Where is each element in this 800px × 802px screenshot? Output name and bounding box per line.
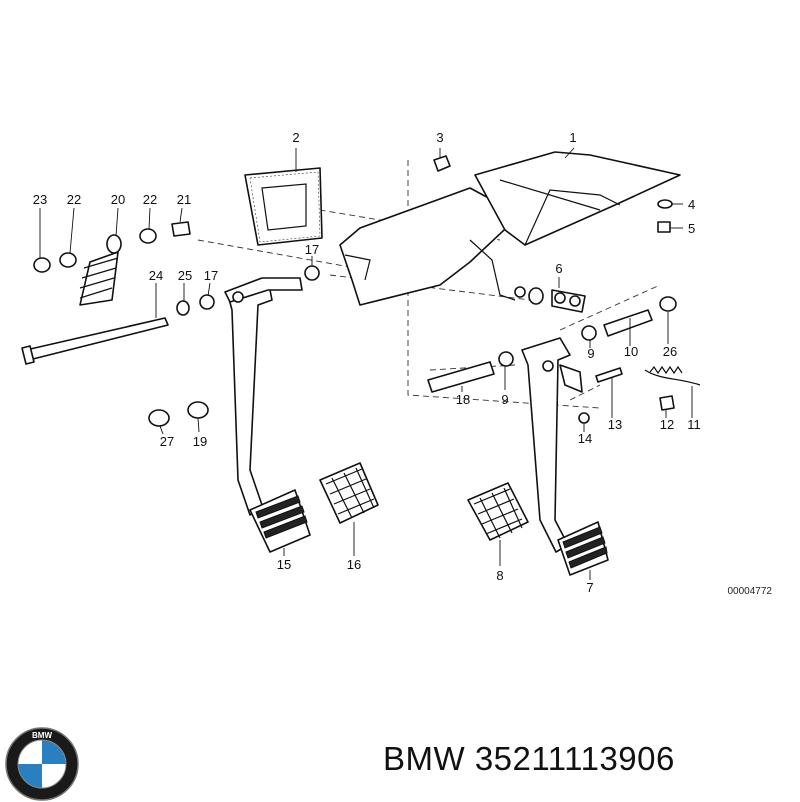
leader-lines (39, 147, 693, 580)
part-19-stop (187, 401, 209, 419)
callout-25: 25 (178, 268, 192, 283)
part-16-pedal-pad (319, 462, 379, 524)
part-9-bushing (498, 325, 597, 367)
part-26-bushing (659, 296, 677, 312)
part-20-spring (79, 234, 122, 306)
part-6-switch (528, 287, 586, 313)
callout-6: 6 (555, 261, 562, 276)
part-caption: BMW 35211113906 (383, 740, 675, 777)
svg-text:BMW: BMW (32, 731, 52, 740)
callout-12: 12 (660, 417, 674, 432)
callout-17-upper: 17 (305, 242, 319, 257)
part-15-clutch-pedal (224, 277, 311, 553)
callout-11: 11 (687, 417, 701, 432)
callout-15: 15 (277, 557, 291, 572)
callout-3: 3 (436, 130, 443, 145)
part-23-nut (33, 257, 51, 273)
callout-1: 1 (569, 130, 576, 145)
callout-24: 24 (149, 268, 163, 283)
callout-20: 20 (111, 192, 125, 207)
part-12-nut (659, 395, 675, 411)
callout-2: 2 (292, 130, 299, 145)
part-3-nut (433, 155, 451, 172)
bmw-logo-icon: BMW (5, 727, 79, 801)
callout-23: 23 (33, 192, 47, 207)
part-21-screw (171, 221, 191, 237)
part-25-washer (176, 300, 190, 316)
part-18-sleeve (427, 361, 495, 393)
callout-18: 18 (456, 392, 470, 407)
part-24-pivot-bolt (21, 317, 169, 365)
part-2-gasket (244, 167, 323, 246)
part-27-stop (148, 409, 170, 427)
callout-21: 21 (177, 192, 191, 207)
diagram-reference-code: 00004772 (728, 586, 773, 597)
part-4-washer (657, 199, 673, 209)
callout-27: 27 (160, 434, 174, 449)
callout-5: 5 (688, 221, 695, 236)
part-11-spring (644, 365, 701, 386)
callout-8: 8 (496, 568, 503, 583)
callout-19: 19 (193, 434, 207, 449)
callout-22-upper: 22 (143, 192, 157, 207)
part-14-clip (578, 412, 590, 424)
callout-26: 26 (663, 344, 677, 359)
part-22-nut (59, 228, 157, 268)
callout-9-lower: 9 (501, 392, 508, 407)
callout-13: 13 (608, 417, 622, 432)
callout-10: 10 (624, 344, 638, 359)
part-10-sleeve (603, 309, 653, 337)
callout-22-lower: 22 (67, 192, 81, 207)
part-1-pedal-bracket (339, 151, 681, 306)
callout-17-lower: 17 (204, 268, 218, 283)
callout-4: 4 (688, 197, 695, 212)
callout-9-upper: 9 (587, 346, 594, 361)
callout-7: 7 (586, 580, 593, 595)
part-5-bolt (657, 221, 671, 233)
part-13-pin (595, 367, 623, 383)
part-8-pedal-pad (467, 482, 529, 541)
part-7-brake-pedal (521, 337, 609, 576)
callout-16: 16 (347, 557, 361, 572)
callout-14: 14 (578, 431, 592, 446)
callout-labels: 1 2 3 4 5 6 7 8 9 9 10 11 12 13 14 15 16… (33, 130, 701, 595)
